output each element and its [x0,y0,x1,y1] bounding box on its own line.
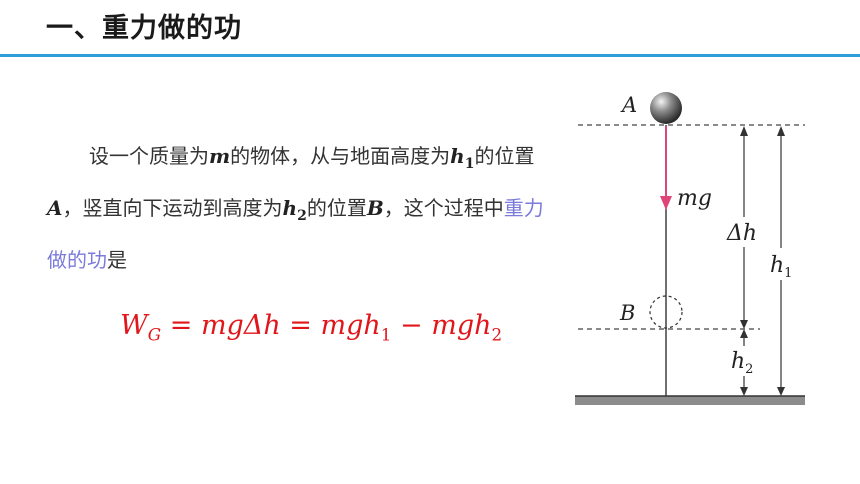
formula-mgh1: mgh [320,310,381,341]
paragraph-text-6: ，这个过程中 [383,196,504,220]
h2-arrow-bottom [740,387,748,396]
label-b: B [619,301,635,325]
h1-arrow-top [777,126,785,136]
gravity-arrow-head [660,196,672,210]
mass-symbol: m [209,144,231,168]
height-h2-symbol: h2 [282,196,307,224]
formula-minus: − [391,310,432,341]
label-delta-h: Δh [726,221,757,246]
problem-description: 设一个质量为m的物体，从与地面高度为h1的位置A，竖直向下运动到高度为h2的位置… [47,134,547,282]
formula-equals-1: = [161,310,201,341]
height-h1-subscript: 1 [464,156,475,172]
paragraph-text-7: 是 [107,248,127,272]
label-h1-subscript: 1 [784,266,792,281]
formula-mgh2: mgh [431,310,492,341]
h1-arrow-bottom [777,387,785,396]
paragraph-text-5: 的位置 [306,196,367,220]
formula-mgh2-subscript: 2 [491,324,503,345]
slide-title: 一、重力做的功 [46,13,242,44]
position-b-symbol: B [366,196,384,220]
gravity-work-highlight: 重力做的功 [47,196,544,272]
formula-delta-h: Δh [243,310,281,341]
h2-label-background [730,346,760,376]
height-h2-subscript: 2 [297,208,307,224]
ball-at-a [650,92,682,124]
paragraph-text-4: ，竖直向下运动到高度为 [62,196,283,220]
paragraph-text-1: 设一个质量为 [89,144,209,168]
title-underline [0,54,860,57]
label-h1: h1 [770,253,792,281]
label-h2-subscript: 2 [745,362,753,377]
work-formula: WG = mgΔh = mgh1 − mgh2 [120,310,502,344]
position-a-symbol: A [47,196,63,220]
formula-mgh1-subscript: 1 [380,324,392,345]
paragraph-text-2: 的物体，从与地面高度为 [230,144,451,168]
falling-ball-diagram: A B mg Δh h1 h2 [575,92,805,405]
formula-mg: mg [200,310,244,341]
delta-h-arrow-top [740,126,748,136]
height-h1-var: h [450,144,465,168]
label-h2: h2 [731,349,753,377]
height-h1-symbol: h1 [450,144,474,172]
label-h2-var: h [731,349,745,374]
h2-arrow-top [740,329,748,338]
ball-at-b-outline [649,295,683,329]
formula-w: W [120,310,148,341]
label-h1-var: h [770,253,784,278]
delta-h-arrow-bottom [740,320,748,329]
h1-label-background [768,248,800,280]
label-a: A [620,93,637,117]
delta-h-label-background [726,217,762,247]
formula-equals-2: = [280,310,321,341]
formula-w-subscript: G [147,324,162,345]
height-h2-var: h [282,196,298,220]
label-gravity-mg: mg [677,186,712,211]
paragraph-text-3: 的位置 [474,144,535,168]
ground [575,396,805,405]
